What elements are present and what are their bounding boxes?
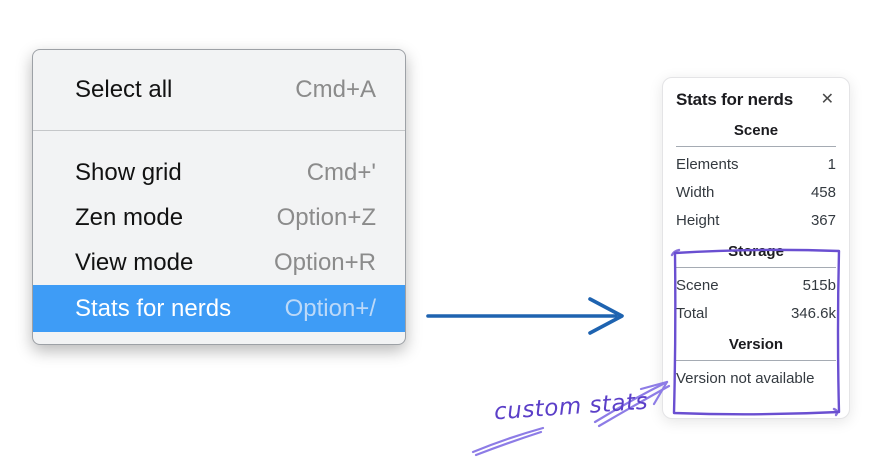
stat-value: 367: [810, 212, 836, 229]
stat-row-total-storage: Total 346.6k: [676, 300, 836, 328]
version-note: Version not available: [676, 370, 815, 387]
menu-item-stats-for-nerds[interactable]: Stats for nerds Option+/: [33, 285, 405, 332]
menu-item-view-mode[interactable]: View mode Option+R: [33, 240, 405, 285]
menu-item-show-grid[interactable]: Show grid Cmd+': [33, 150, 405, 195]
pointer-arrow: [426, 297, 624, 335]
menu-item-select-all[interactable]: Select all Cmd+A: [33, 68, 405, 113]
stat-label: Total: [676, 305, 708, 322]
stat-label: Width: [676, 184, 715, 201]
stats-panel: Stats for nerds ✕ Scene Elements 1 Width…: [662, 77, 850, 419]
panel-section-storage: Storage Scene 515b Total 346.6k: [676, 243, 836, 328]
menu-item-shortcut: Cmd+A: [295, 76, 376, 103]
menu-item-shortcut: Option+R: [273, 248, 376, 276]
close-button[interactable]: ✕: [819, 90, 836, 110]
close-icon: ✕: [820, 91, 834, 108]
stat-row-height: Height 367: [676, 207, 836, 235]
stat-value: 1: [827, 156, 836, 173]
panel-section-scene: Scene Elements 1 Width 458 Height 367: [676, 122, 836, 235]
context-menu: Select all Cmd+A Show grid Cmd+' Zen mod…: [32, 49, 406, 345]
stat-label: Scene: [676, 277, 719, 294]
section-heading-storage: Storage: [728, 243, 784, 260]
section-divider: [676, 146, 836, 147]
menu-item-label: Stats for nerds: [75, 294, 232, 322]
stat-value: 515b: [802, 277, 836, 294]
stat-label: Elements: [676, 156, 739, 173]
menu-separator: [33, 130, 405, 131]
annotation-label: custom stats: [493, 388, 649, 426]
menu-item-label: Show grid: [75, 158, 182, 186]
menu-item-shortcut: Option+/: [284, 294, 376, 322]
menu-item-shortcut: Option+Z: [276, 203, 376, 231]
stat-value: 346.6k: [790, 305, 836, 322]
menu-item-shortcut: Cmd+': [306, 158, 376, 186]
panel-header: Stats for nerds ✕: [676, 90, 836, 110]
menu-section-bottom: Show grid Cmd+' Zen mode Option+Z View m…: [33, 131, 405, 332]
menu-item-label: View mode: [75, 248, 194, 276]
section-heading-scene: Scene: [733, 122, 779, 139]
panel-title: Stats for nerds: [676, 90, 793, 109]
section-heading-version: Version: [728, 336, 784, 353]
menu-section-top: Select all Cmd+A: [33, 50, 405, 130]
stat-value: 458: [810, 184, 836, 201]
stat-row-width: Width 458: [676, 179, 836, 207]
menu-item-label: Select all: [75, 76, 173, 103]
stat-row-elements: Elements 1: [676, 151, 836, 179]
menu-item-zen-mode[interactable]: Zen mode Option+Z: [33, 195, 405, 240]
stat-row-scene-storage: Scene 515b: [676, 272, 836, 300]
section-divider: [676, 360, 836, 361]
stat-label: Height: [676, 212, 720, 229]
menu-item-label: Zen mode: [75, 203, 184, 231]
section-divider: [676, 267, 836, 268]
panel-section-version: Version Version not available: [676, 336, 836, 393]
